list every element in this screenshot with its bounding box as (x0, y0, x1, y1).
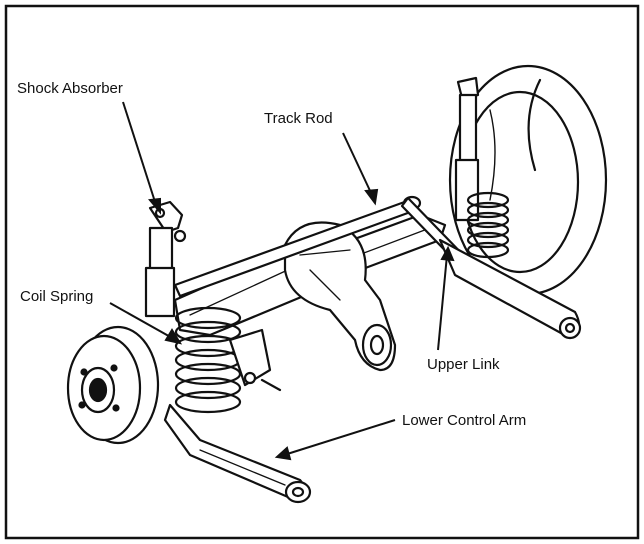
leader-track-rod (342, 132, 373, 196)
left-bracket (228, 328, 282, 392)
left-brake-drum (66, 325, 160, 445)
label-track-rod: Track Rod (264, 110, 333, 127)
left-coil-spring (174, 306, 242, 414)
leader-lower-control-arm (283, 419, 396, 456)
figure-frame (4, 4, 640, 540)
right-coil-spring (466, 191, 510, 259)
leader-shock-absorber (122, 101, 157, 206)
differential (283, 221, 397, 372)
label-coil-spring: Coil Spring (20, 288, 94, 305)
leader-coil-spring (109, 302, 175, 340)
right-lower-control-arm (438, 238, 582, 340)
left-lower-control-arm (163, 403, 312, 504)
right-shock-absorber (454, 76, 480, 222)
label-lower-control-arm: Lower Control Arm (402, 412, 527, 429)
leader-upper-link (437, 254, 448, 351)
label-shock-absorber: Shock Absorber (17, 80, 123, 97)
label-upper-link: Upper Link (427, 356, 500, 373)
